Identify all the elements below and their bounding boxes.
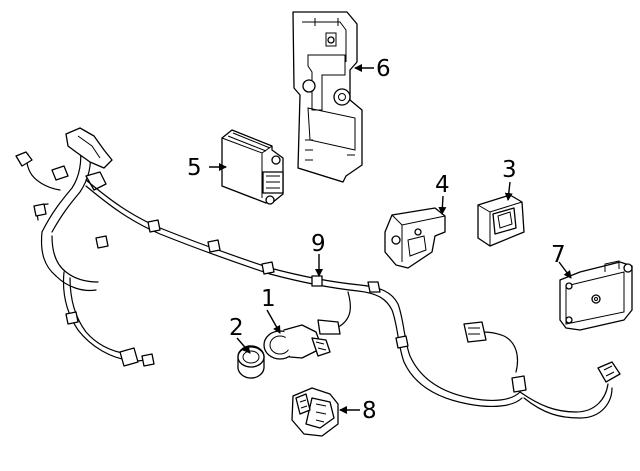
callout-4: 4 (435, 172, 450, 198)
mounting-bracket (292, 11, 363, 183)
callout-7: 7 (551, 242, 566, 268)
callout-5: 5 (187, 155, 202, 181)
switch-sensor (477, 194, 525, 247)
callout-6: 6 (376, 56, 391, 82)
wiring-harness (15, 127, 621, 419)
radar-module (559, 260, 633, 331)
callout-1: 1 (261, 286, 276, 312)
camera-sensor (291, 387, 339, 437)
retaining-ring (237, 345, 265, 379)
sensor-bracket (384, 207, 446, 269)
leader-lines (209, 64, 572, 414)
control-module (221, 129, 284, 205)
callout-8: 8 (362, 398, 377, 424)
callout-2: 2 (229, 315, 244, 341)
callout-9: 9 (311, 231, 326, 257)
callout-3: 3 (502, 157, 517, 183)
